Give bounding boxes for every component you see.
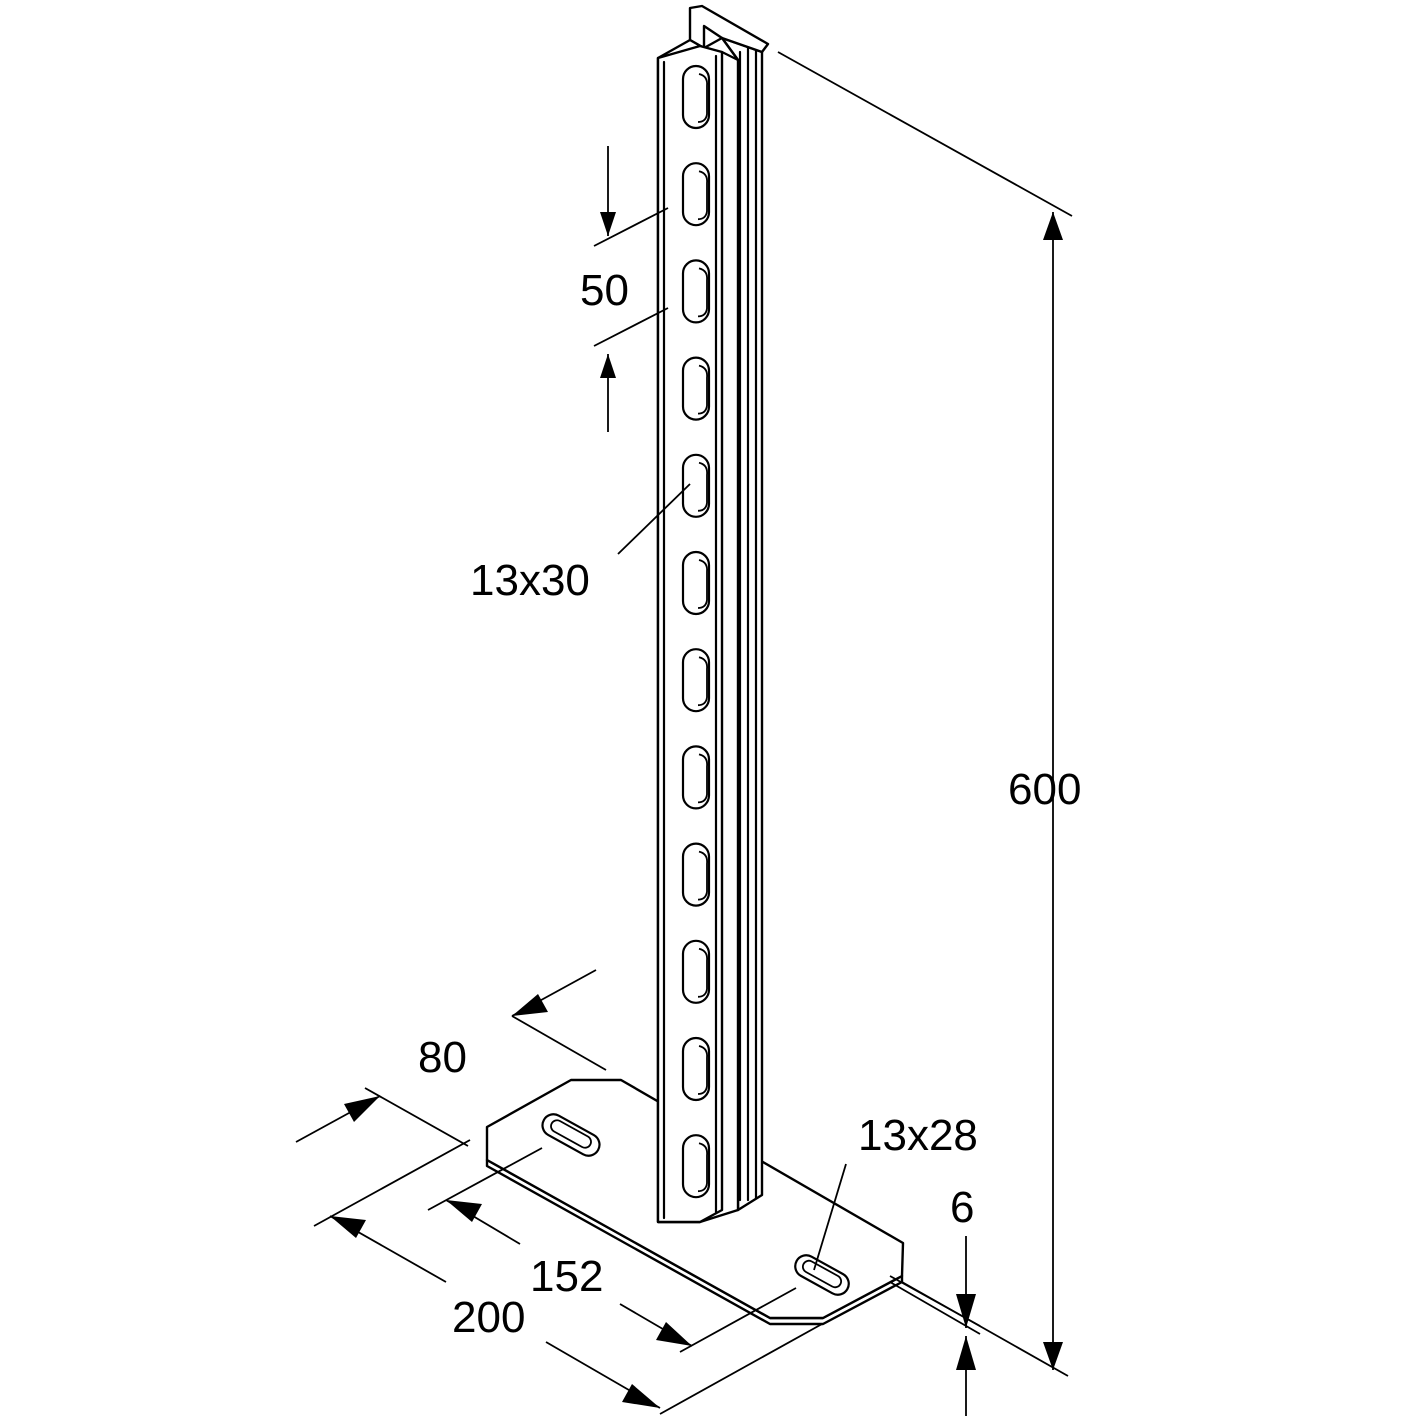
upright-slot-bevel <box>697 559 708 609</box>
label-base-width: 200 <box>452 1293 525 1342</box>
upright-slot-bevel <box>697 656 708 707</box>
upright-slot <box>681 1134 711 1199</box>
upright-slot <box>681 550 711 616</box>
upright-slot-outline <box>681 550 711 616</box>
upright-slot <box>681 356 711 421</box>
upright-slot <box>681 64 711 130</box>
upright-slot-outline <box>681 259 711 324</box>
upright-slot-outline <box>681 162 711 227</box>
label-plate-thickness: 6 <box>950 1183 974 1232</box>
upright-slots <box>681 64 711 1199</box>
upright-slot <box>681 745 711 810</box>
base-slot-rear <box>541 1113 601 1157</box>
upright-slot-outline <box>681 745 711 810</box>
upright-slot-bevel <box>697 1142 708 1193</box>
dim-slot-spacing: 152 <box>427 1147 797 1353</box>
upright-slot-bevel <box>697 850 708 901</box>
upright-slot <box>681 259 711 324</box>
upright-slot-bevel <box>697 73 708 123</box>
upright-slot-outline <box>681 648 711 713</box>
label-base-slot: 13x28 <box>858 1111 978 1160</box>
label-base-depth: 80 <box>418 1033 467 1082</box>
leader-upright-slot: 13x30 <box>470 483 691 605</box>
upright-slot-outline <box>681 1036 711 1102</box>
upright-slot-bevel <box>697 170 708 221</box>
dim-base-depth: 80 <box>295 969 607 1147</box>
upright-slot-bevel <box>697 461 708 512</box>
base-slot-front <box>794 1254 850 1296</box>
upright-slot <box>681 939 711 1004</box>
label-height: 600 <box>1008 765 1081 814</box>
label-slot-spacing: 152 <box>530 1252 603 1301</box>
upright-slot-outline <box>681 64 711 130</box>
leader-base-slot: 13x28 <box>813 1111 978 1271</box>
upright-slot-bevel <box>697 1045 708 1095</box>
upright-slot-bevel <box>697 753 708 804</box>
dim-slot-pitch: 50 <box>580 146 669 432</box>
upright-slot <box>681 648 711 713</box>
label-slot-pitch: 50 <box>580 266 629 315</box>
upright-slot-outline <box>681 453 711 518</box>
upright-slot-outline <box>681 1134 711 1199</box>
upright-slot-bevel <box>697 947 708 998</box>
upright-slot-bevel <box>697 364 708 415</box>
upright-slot <box>681 1036 711 1102</box>
upright-slot-outline <box>681 939 711 1004</box>
label-upright-slot: 13x30 <box>470 556 590 605</box>
upright-profile <box>656 4 770 1224</box>
dim-height: 600 <box>777 51 1081 1377</box>
upright-slot-outline <box>681 842 711 907</box>
upright-slot <box>681 842 711 907</box>
upright-slot <box>681 162 711 227</box>
dim-plate-thickness: 6 <box>889 1183 981 1416</box>
dim-base-width: 200 <box>313 1139 823 1415</box>
upright-slot-outline <box>681 356 711 421</box>
upright-slot-bevel <box>697 267 708 318</box>
upright-slot <box>681 453 711 518</box>
